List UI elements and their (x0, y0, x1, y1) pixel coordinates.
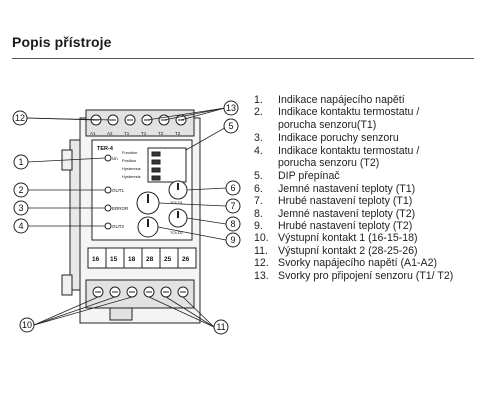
callout-4: 4 (13, 218, 29, 234)
legend-item-1: 1.Indikace napájecího napětí (254, 94, 405, 106)
knob-label-told1: TOLD1 (170, 200, 184, 205)
callout-2: 2 (13, 182, 29, 198)
legend-item-10: 10.Výstupní kontakt 1 (16-15-18) (254, 232, 418, 245)
callout-13: 13 (223, 100, 239, 116)
callout-9: 9 (225, 232, 241, 248)
top-terminal-t2a: T2 (158, 131, 164, 136)
callout-11: 11 (213, 319, 229, 335)
legend-item-7: 7.Hrubé nastavení teploty (T1) (254, 195, 413, 208)
dip-label-position: Position (122, 158, 136, 163)
terminal-label-25: 25 (164, 256, 172, 263)
callout-10: 10 (19, 317, 35, 333)
callout-12: 12 (12, 110, 28, 126)
svg-text:12: 12 (15, 113, 25, 123)
dip-label-function: Function (122, 150, 137, 155)
callout-5: 5 (223, 118, 239, 134)
svg-text:5: 5 (228, 121, 233, 131)
svg-text:6: 6 (230, 183, 235, 193)
led-label-out2: OUT2 (112, 224, 124, 229)
legend-item-4: 4.Indikace kontaktu termostatu /porucha … (254, 144, 420, 170)
svg-text:4: 4 (18, 221, 23, 231)
terminal-label-18: 18 (128, 256, 136, 263)
top-terminal-t1a: T1 (124, 131, 130, 136)
page-title: Popis přístroje (12, 34, 112, 50)
legend-list: 1.Indikace napájecího napětí 2.Indikace … (254, 94, 453, 282)
dip-label-hysteresis-1: Hysteresis (122, 166, 141, 171)
legend-item-9: 9.Hrubé nastavení teploty (T2) (254, 220, 413, 233)
terminal-label-15: 15 (110, 256, 118, 263)
svg-text:9: 9 (230, 235, 235, 245)
legend-item-8: 8.Jemné nastavení teploty (T2) (254, 207, 416, 220)
legend-item-5: 5.DIP přepínač (254, 170, 340, 183)
bottom-clip (109, 307, 133, 321)
svg-text:2: 2 (18, 185, 23, 195)
led-error (104, 204, 112, 212)
svg-text:10: 10 (22, 320, 32, 330)
svg-text:7: 7 (230, 201, 235, 211)
led-label-out1: OUT1 (112, 188, 124, 193)
top-terminal-a2: A2 (107, 131, 113, 136)
device-model: TER-4 (97, 146, 114, 152)
legend-item-3: 3.Indikace poruchy senzoru (254, 132, 399, 145)
legend-item-11: 11.Výstupní kontakt 2 (28-25-26) (254, 244, 418, 257)
led-label-un: Un (112, 156, 118, 161)
led-out2 (104, 222, 112, 230)
svg-text:8: 8 (230, 219, 235, 229)
legend-item-13: 13.Svorky pro připojení senzoru (T1/ T2) (254, 269, 454, 282)
top-terminal-block (85, 109, 195, 137)
svg-text:1: 1 (18, 157, 23, 167)
callout-6: 6 (225, 180, 241, 196)
legend-item-2: 2.Indikace kontaktu termostatu /porucha … (254, 106, 420, 131)
device-diagram: TER-4 Un OUT1 ERROR OUT2 Function Positi… (0, 90, 250, 350)
knob-label-told2: TOLD2 (170, 230, 184, 235)
svg-text:13: 13 (226, 103, 236, 113)
dip-label-hysteresis-2: Hysteresis (122, 174, 141, 179)
terminal-label-26: 26 (182, 256, 190, 263)
callout-7: 7 (225, 198, 241, 214)
terminal-label-28: 28 (146, 256, 154, 263)
device-illustration: TER-4 Un OUT1 ERROR OUT2 Function Positi… (12, 100, 241, 335)
led-un (104, 154, 112, 162)
top-terminal-t2b: T2 (175, 131, 181, 136)
callout-3: 3 (13, 200, 29, 216)
svg-text:3: 3 (18, 203, 23, 213)
callout-leaders (25, 107, 229, 328)
led-label-error: ERROR (112, 206, 129, 211)
top-terminal-a1: A1 (90, 131, 96, 136)
terminal-label-16: 16 (92, 256, 100, 263)
callout-1: 1 (13, 154, 29, 170)
callout-8: 8 (225, 216, 241, 232)
top-terminal-t1b: T1 (141, 131, 147, 136)
title-divider (12, 58, 474, 59)
rail-hook-bottom (61, 274, 73, 296)
legend-item-6: 6.Jemné nastavení teploty (T1) (254, 182, 416, 195)
bottom-screws (92, 286, 189, 298)
led-out1 (104, 186, 112, 194)
legend-item-12: 12.Svorky napájecího napětí (A1-A2) (254, 257, 437, 270)
svg-text:11: 11 (216, 322, 225, 332)
